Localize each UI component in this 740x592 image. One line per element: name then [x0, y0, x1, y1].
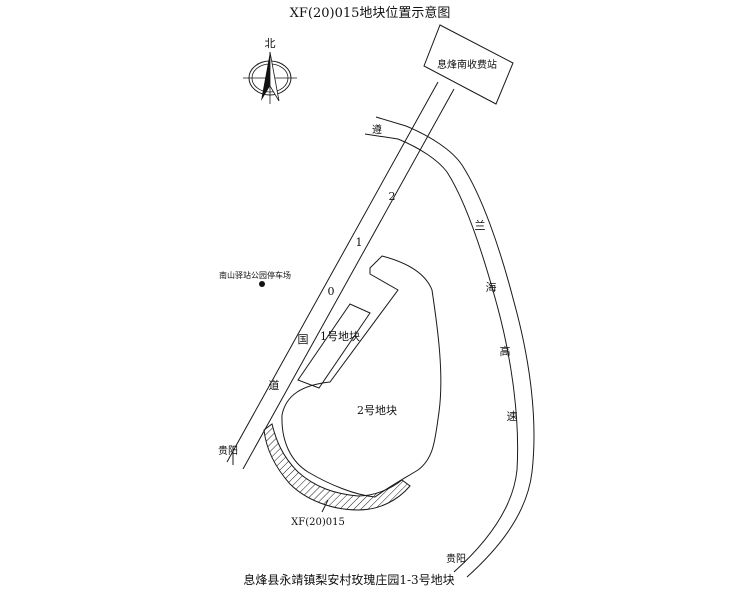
expressway-label-hai: 海 — [486, 280, 497, 294]
toll-station-label: 息烽南收费站 — [437, 58, 497, 71]
north-arrow-icon — [243, 51, 297, 104]
national-road — [226, 81, 455, 470]
road-label-guo: 国 — [298, 333, 309, 346]
road-label-dao: 道 — [269, 378, 280, 392]
guiyang-label-right: 贵阳 — [446, 552, 466, 565]
parcel-id-label: XF(20)015 — [291, 517, 345, 528]
parcel-2-label: 2号地块 — [357, 404, 397, 417]
parcel-hatched-strip — [263, 423, 411, 511]
parcel-1-label: 1号地块 — [320, 330, 360, 343]
park-marker-icon — [259, 281, 265, 287]
road-label-1: 1 — [356, 236, 363, 249]
parcel-id-leader — [321, 499, 329, 513]
map-title: XF(20)015地块位置示意图 — [290, 5, 451, 21]
park-label: 南山驿站公园停车场 — [219, 270, 291, 280]
expressway-label-lan: 兰 — [475, 219, 486, 232]
expressway-label-gao: 高 — [500, 344, 511, 358]
lanhai-expressway — [364, 116, 535, 578]
road-label-2: 2 — [389, 190, 396, 203]
north-label: 北 — [265, 37, 276, 50]
parcel-2-outline — [281, 255, 442, 498]
toll-station-box — [423, 24, 514, 105]
road-label-0: 0 — [328, 285, 335, 298]
parcel-1-outline — [297, 303, 371, 389]
station-label: 遵 — [372, 123, 382, 136]
guiyang-label-left: 贵阳 — [218, 444, 238, 457]
expressway-label-su: 速 — [507, 410, 518, 423]
map-footer: 息烽县永靖镇梨安村玫瑰庄园1-3号地块 — [243, 572, 454, 587]
